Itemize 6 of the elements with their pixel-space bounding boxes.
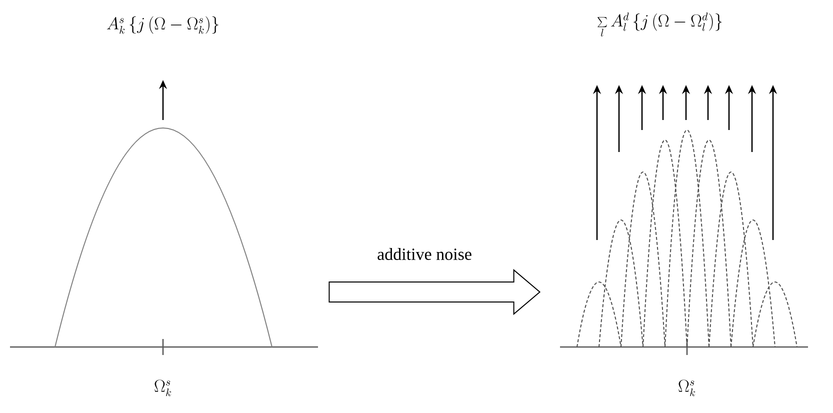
formula: $\sum\limits_l A_l^d\left\{j\left(\Omega-\Omega_l^d\right)\right\}$ (598, 12, 722, 37)
axis-label: $\Omega_k^s$ (154, 380, 172, 396)
formula: $A_k^s\left\{j\left(\Omega-\Omega_k^s\right)\right\}$ (106, 16, 218, 34)
axis-label: $\Omega_k^s$ (678, 380, 696, 396)
edge-label: additive noise (378, 248, 472, 260)
hollow-arrow (328, 268, 541, 316)
